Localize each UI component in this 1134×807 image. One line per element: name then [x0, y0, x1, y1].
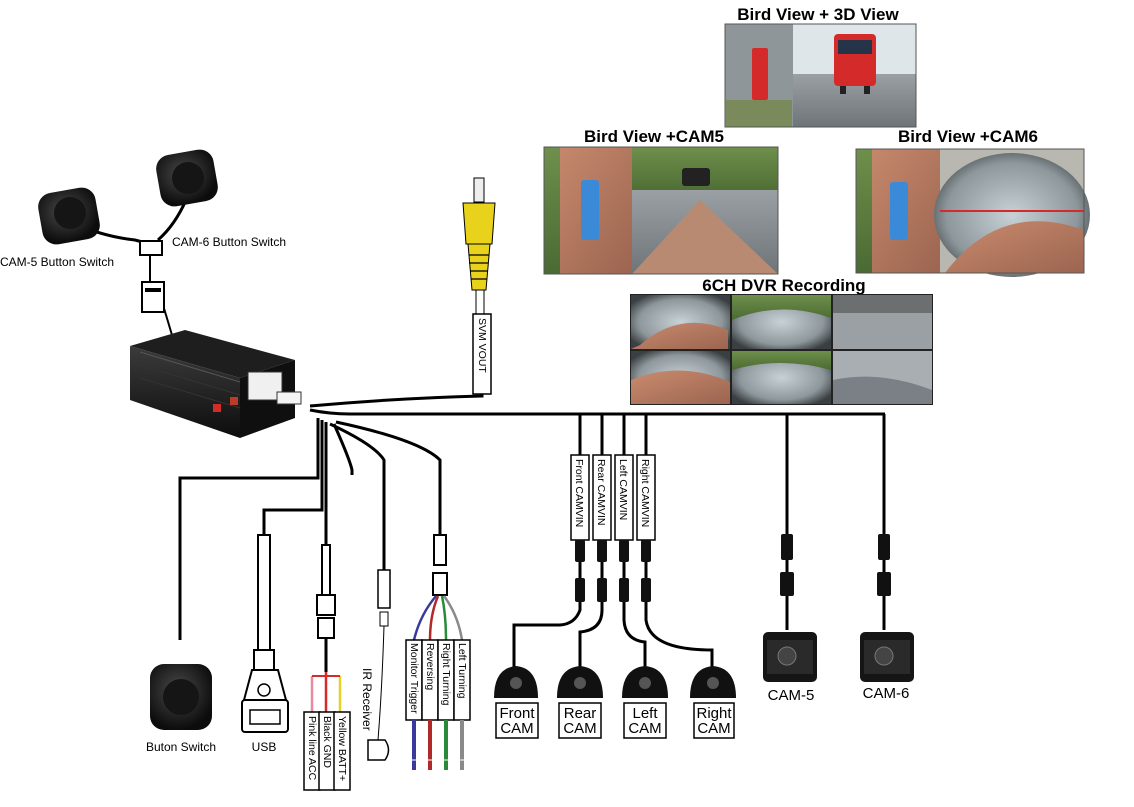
svg-text:Left: Left: [632, 705, 658, 722]
dvr-channel-3: [833, 295, 932, 349]
svg-text:Right: Right: [696, 705, 732, 722]
ir-receiver: IR Receiver: [360, 569, 391, 761]
acc-label: Pink line ACC: [306, 716, 318, 781]
svg-text:CAM-6: CAM-6: [863, 685, 910, 702]
dvr-channel-6: [833, 351, 932, 404]
svm-vout-tag: SVM VOUT: [472, 313, 492, 395]
left-camera: Left CAM: [622, 666, 668, 739]
usb-connector: USB: [241, 534, 289, 754]
button-switch-label: Buton Switch: [146, 740, 216, 754]
usb-label: USB: [252, 740, 277, 754]
vehicle-icon: [890, 182, 908, 240]
gnd-label: Black GND: [321, 716, 333, 768]
svg-text:CAM: CAM: [697, 720, 730, 737]
bird-3d-view-panel: Bird View + 3D View: [724, 5, 917, 128]
left-camvin-tag: Left CAMVIN: [614, 454, 634, 541]
bird-cam5-panel: Bird View +CAM5: [543, 127, 779, 275]
dvr-channel-5: [732, 351, 831, 404]
bird-cam5-title: Bird View +CAM5: [584, 127, 724, 146]
svg-text:Rear: Rear: [564, 705, 597, 722]
bird-3d-title: Bird View + 3D View: [737, 5, 899, 24]
switch-connector: [139, 240, 165, 313]
svg-text:CAM: CAM: [500, 720, 533, 737]
right-camvin-tag: Right CAMVIN: [636, 454, 656, 541]
rear-camera: Rear CAM: [557, 666, 603, 739]
aviation-connectors: [575, 534, 891, 602]
harness-port: [276, 391, 302, 405]
svg-text:CAM: CAM: [628, 720, 661, 737]
dvr-channel-1: [631, 295, 730, 349]
trigger-harness: Monitor Trigger Reversing Right Turning …: [405, 534, 471, 770]
rear-camvin-tag: Rear CAMVIN: [592, 454, 612, 541]
cam5-switch-label: CAM-5 Button Switch: [0, 255, 114, 269]
front-camera: Front CAM: [494, 666, 539, 739]
svg-text:CAM: CAM: [563, 720, 596, 737]
svg-text:CAM-5: CAM-5: [768, 687, 815, 704]
rca-connector: [462, 177, 496, 315]
bird-cam6-title: Bird View +CAM6: [898, 127, 1038, 146]
trigger-right-label: Right Turning: [440, 643, 452, 706]
dvr-channel-4: [631, 351, 730, 404]
svm-vout-label: SVM VOUT: [476, 318, 488, 373]
button-switch[interactable]: Buton Switch: [146, 664, 216, 754]
svg-text:Left CAMVIN: Left CAMVIN: [617, 459, 629, 520]
trigger-left-label: Left Turning: [456, 643, 468, 699]
camvin-tags: Front CAMVIN Rear CAMVIN Left CAMVIN Rig…: [570, 454, 656, 541]
dvr-channel-2: [732, 295, 831, 349]
ir-receiver-label: IR Receiver: [360, 668, 374, 731]
cam5-camera: CAM-5: [763, 632, 817, 704]
trigger-monitor-label: Monitor Trigger: [408, 643, 420, 714]
bird-cam6-panel: Bird View +CAM6: [855, 127, 1090, 277]
cam5-button-switch[interactable]: CAM-5 Button Switch: [0, 185, 114, 269]
vehicle-icon: [581, 180, 599, 240]
dvr-recording-panel: 6CH DVR Recording: [630, 276, 933, 405]
vehicle-icon: [752, 48, 768, 100]
power-harness: Pink line ACC Black GND Yellow BATT+: [303, 544, 351, 791]
front-camvin-tag: Front CAMVIN: [570, 454, 590, 541]
right-camera: Right CAM: [690, 666, 736, 739]
cam6-button-switch[interactable]: CAM-6 Button Switch: [154, 147, 286, 249]
svg-text:Right CAMVIN: Right CAMVIN: [639, 459, 651, 527]
camera-cabling: [512, 540, 886, 668]
cam6-switch-label: CAM-6 Button Switch: [172, 235, 286, 249]
svm-main-unit: [130, 330, 302, 438]
batt-label: Yellow BATT+: [336, 716, 348, 781]
svg-text:Front CAMVIN: Front CAMVIN: [573, 459, 585, 527]
cam6-camera: CAM-6: [860, 632, 914, 702]
trigger-reversing-label: Reversing: [424, 643, 436, 690]
svg-text:Rear CAMVIN: Rear CAMVIN: [595, 459, 607, 526]
dvr-title: 6CH DVR Recording: [702, 276, 865, 295]
svg-text:Front: Front: [499, 705, 535, 722]
power-port: [247, 371, 283, 401]
